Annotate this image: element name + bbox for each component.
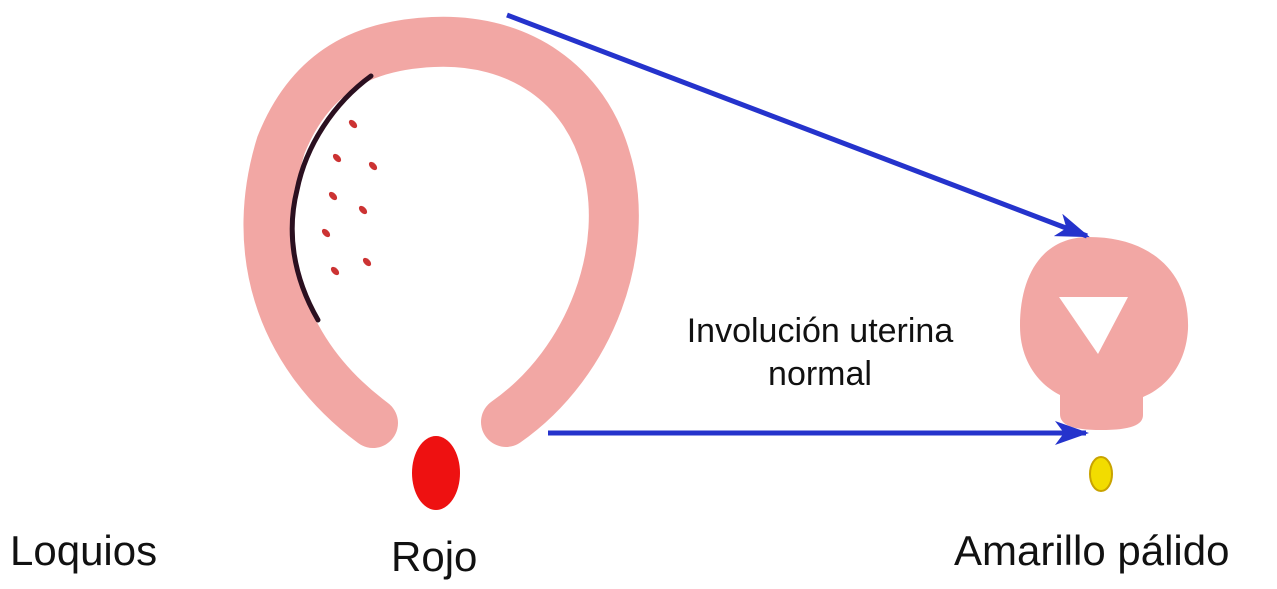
red-cell-dot	[357, 204, 368, 215]
red-cell-dot	[347, 118, 358, 129]
small-uterus-body	[1020, 237, 1188, 430]
red-cell-dot	[367, 160, 378, 171]
involution-line-1: Involución uterina	[640, 310, 1000, 353]
large-uterus-wall	[268, 42, 613, 423]
red-cell-dot	[320, 227, 331, 238]
red-lochia-icon	[412, 436, 460, 510]
pale-yellow-lochia-icon	[1090, 457, 1112, 491]
large-uterus-icon	[268, 42, 613, 423]
red-cell-dot	[327, 190, 338, 201]
loquios-label: Loquios	[10, 530, 157, 572]
small-uterus-icon	[1020, 237, 1188, 430]
involution-line-2: normal	[640, 353, 1000, 396]
red-cell-dot	[361, 256, 372, 267]
rojo-label: Rojo	[391, 536, 477, 578]
involution-label: Involución uterina normal	[640, 310, 1000, 395]
amarillo-palido-label: Amarillo pálido	[954, 530, 1229, 572]
red-cell-dots	[320, 118, 378, 276]
red-cell-dot	[331, 152, 342, 163]
red-cell-dot	[329, 265, 340, 276]
